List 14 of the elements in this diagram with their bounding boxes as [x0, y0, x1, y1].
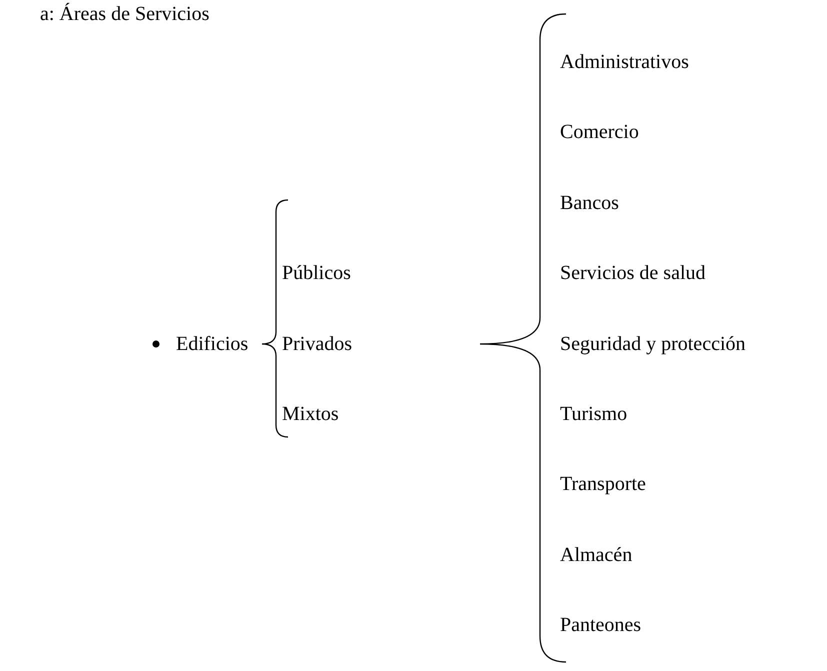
- list-item: Almacén: [560, 543, 632, 567]
- list-item: Privados: [282, 332, 352, 356]
- list-item: Mixtos: [282, 402, 339, 426]
- list-item: Transporte: [560, 472, 646, 496]
- list-item: Seguridad y protección: [560, 332, 746, 356]
- list-item: Comercio: [560, 120, 639, 144]
- list-item: Servicios de salud: [560, 261, 706, 285]
- list-item: Turismo: [560, 402, 628, 426]
- list-item: Panteones: [560, 613, 642, 637]
- list-item: Edificios: [176, 332, 248, 356]
- list-item: Bancos: [560, 191, 619, 215]
- list-item: Públicos: [282, 261, 351, 285]
- heading: a: Áreas de Servicios: [40, 2, 210, 26]
- list-item: Administrativos: [560, 50, 689, 74]
